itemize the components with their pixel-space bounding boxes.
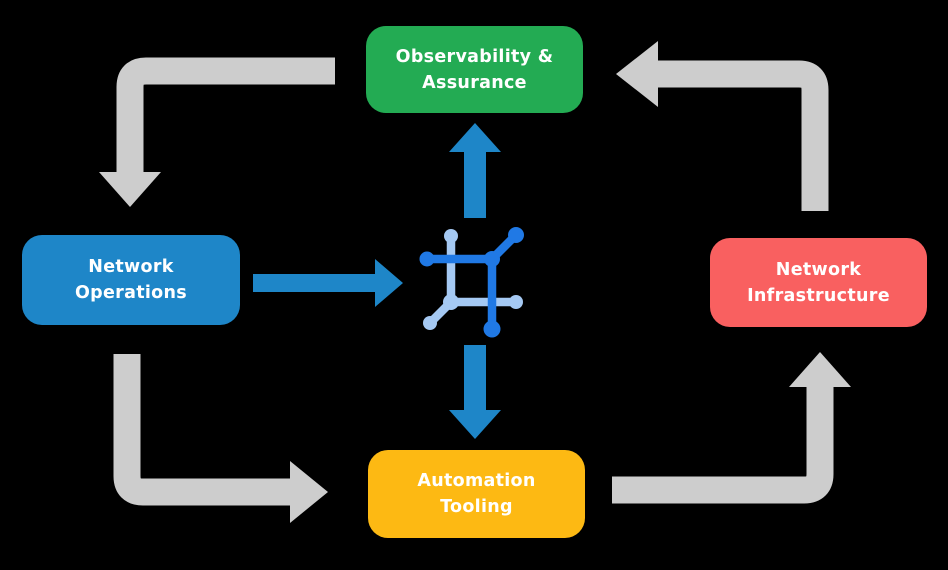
node-label-line1: Network: [88, 257, 174, 277]
cycle-arrow-elbow: [612, 386, 834, 504]
node-observability-assurance: Observability & Assurance: [366, 26, 583, 113]
cycle-arrow-observability-to-operations: [99, 57, 335, 207]
mesh-node-bottom: [483, 320, 501, 338]
node-label-line1: Network: [775, 259, 862, 280]
node-label-line1: Observability &: [395, 46, 554, 67]
mesh-node-left: [419, 251, 435, 267]
network-mesh-icon-light-nodes: [423, 229, 523, 330]
network-mesh-icon-light-parts: [425, 231, 521, 328]
mesh-left-bottom-edge: [446, 231, 497, 307]
node-automation-tooling: Automation Tooling: [368, 450, 585, 538]
cycle-arrow-elbow: [657, 60, 829, 211]
network-mesh-icon-dark-nodes: [419, 227, 524, 338]
mesh-node-upper-right: [508, 227, 524, 243]
cycle-arrowhead-down: [99, 172, 161, 207]
network-mesh-icon: [419, 227, 524, 338]
cycle-arrow-elbow: [116, 57, 335, 173]
mesh-top-right-edge: [422, 254, 497, 334]
mesh-diagonal-lower-left: [425, 297, 456, 328]
node-label-line1: Automation: [417, 471, 536, 491]
mesh-node-right: [509, 295, 523, 309]
cycle-arrow-automation-to-infrastructure: [612, 352, 851, 504]
mesh-node-top: [444, 229, 458, 243]
flow-arrow-operations-to-platform: [253, 259, 403, 307]
mesh-vertex-bottom-left: [443, 294, 459, 310]
mesh-vertex-top-right: [484, 251, 500, 267]
mesh-diagonal-upper-right: [487, 230, 521, 264]
node-label-line2: Infrastructure: [747, 285, 890, 306]
cycle-arrowhead-up: [789, 352, 851, 387]
node-network-operations: Network Operations: [22, 235, 240, 325]
node-network-infrastructure: Network Infrastructure: [710, 238, 927, 327]
cycle-arrow-infrastructure-to-observability: [616, 41, 829, 211]
mesh-node-lower-left: [423, 316, 437, 330]
network-mesh-icon-dark-parts: [422, 230, 521, 334]
cycle-arrowhead-right: [290, 461, 328, 523]
node-label-line2: Assurance: [422, 72, 527, 93]
node-label-line2: Tooling: [440, 497, 513, 517]
node-label-line2: Operations: [75, 283, 187, 303]
cycle-arrow-elbow: [113, 354, 291, 506]
cycle-arrowhead-left: [616, 41, 658, 107]
flow-arrow-platform-to-automation: [449, 345, 501, 439]
cycle-arrow-operations-to-automation: [113, 354, 328, 523]
flow-arrow-platform-to-observability: [449, 123, 501, 218]
